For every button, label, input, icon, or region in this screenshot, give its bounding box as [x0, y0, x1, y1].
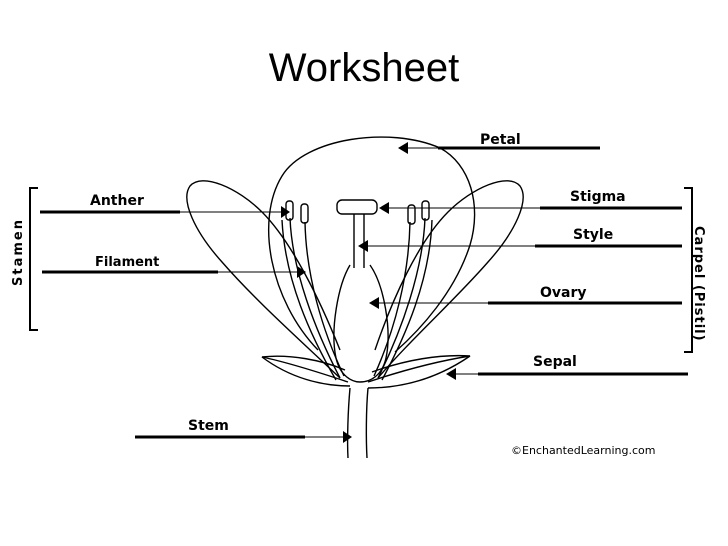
sepal-arrowhead	[446, 368, 456, 380]
carpel-bracket	[684, 187, 693, 353]
left-filament-1	[289, 217, 341, 379]
slide-title: Worksheet	[268, 46, 460, 90]
ovary-arrowhead	[369, 297, 379, 309]
filament-label: Filament	[95, 255, 159, 270]
stem-label: Stem	[188, 418, 229, 434]
left-filament-3	[281, 219, 337, 381]
petal-arrowhead	[398, 142, 408, 154]
stamen-group-label: Stamen	[11, 218, 26, 286]
sepal-label: Sepal	[533, 354, 577, 370]
flower-drawing	[186, 136, 524, 459]
anther-left-2	[300, 203, 309, 224]
carpel-group-label: Carpel (Pistil)	[691, 226, 706, 342]
stem-arrowhead	[343, 431, 352, 443]
credit-text: ©EnchantedLearning.com	[511, 444, 655, 457]
style-label: Style	[573, 227, 613, 243]
right-filament-2	[373, 221, 411, 377]
leader-lines	[29, 146, 693, 439]
left-filament-2	[304, 221, 345, 377]
stamen-bracket	[29, 187, 38, 331]
anther-right-1	[407, 204, 416, 225]
anther-label: Anther	[90, 193, 144, 209]
filament-arrowhead	[297, 266, 306, 278]
stigma-arrowhead	[379, 202, 389, 214]
ovary-label: Ovary	[540, 285, 587, 301]
left-sepal-shape-lower	[261, 356, 351, 387]
stigma-shape	[336, 199, 378, 215]
style-shape	[353, 214, 365, 268]
right-petal-shape	[374, 180, 524, 379]
ovary-shape	[333, 264, 389, 383]
arrowheads	[281, 142, 456, 443]
right-filament-3	[381, 219, 433, 381]
anther-right-2	[421, 200, 430, 221]
anther-arrowhead	[281, 206, 290, 218]
stigma-label: Stigma	[570, 189, 626, 205]
right-filament-1	[377, 217, 426, 379]
style-arrowhead	[358, 240, 368, 252]
right-sepal-shape-lower	[367, 355, 471, 389]
petal-label: Petal	[480, 132, 521, 148]
back-petal-shape	[267, 136, 476, 353]
stem-shape	[346, 387, 369, 459]
